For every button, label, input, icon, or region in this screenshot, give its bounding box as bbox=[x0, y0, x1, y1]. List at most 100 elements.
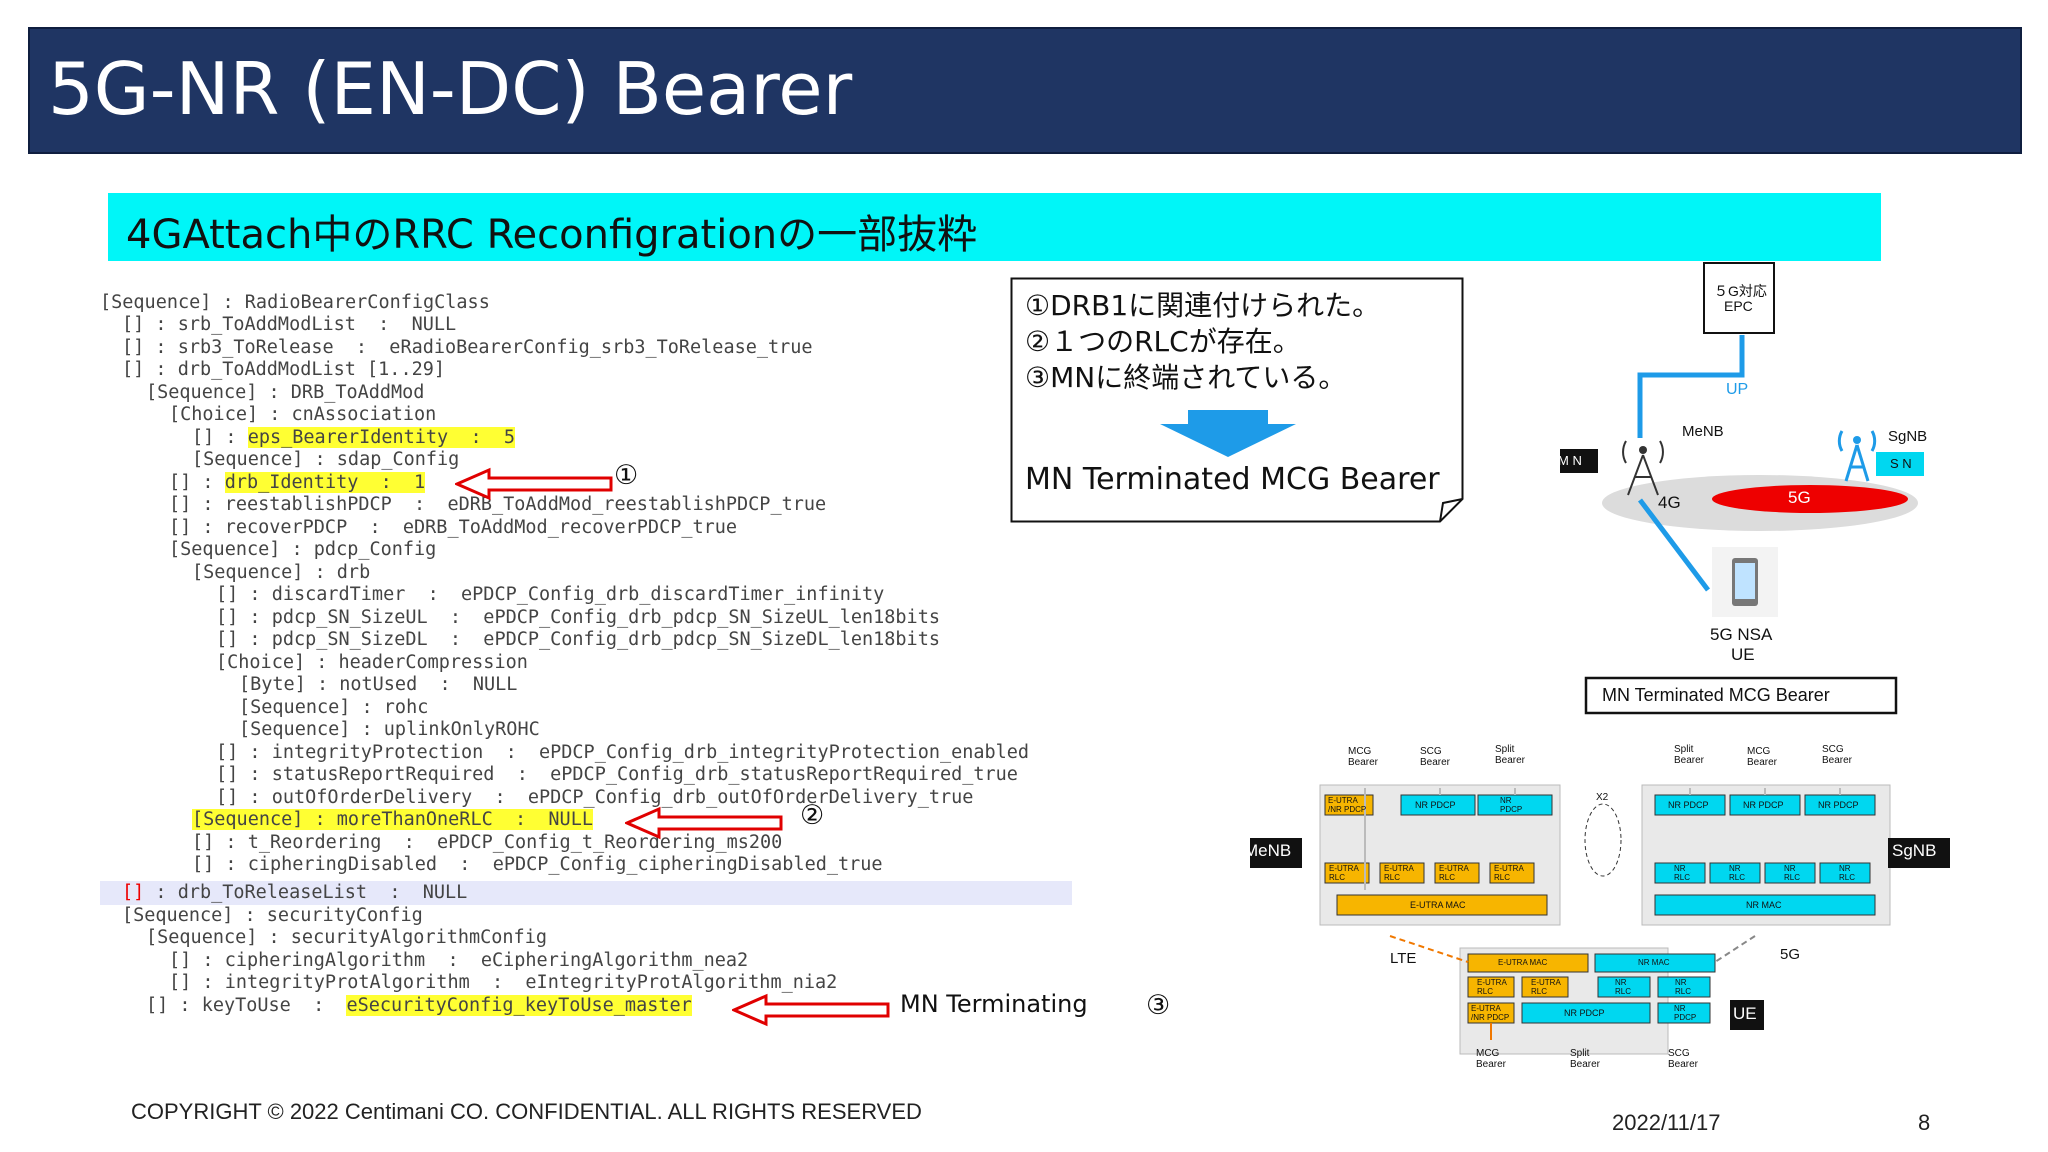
code-line: [] : drb_Identity : 1 bbox=[169, 472, 426, 494]
subtitle-band: 4GAttach中のRRC Reconfigrationの一部抜粋 bbox=[108, 193, 1881, 261]
nr-mac-label: NR MAC bbox=[1746, 900, 1782, 910]
date: 2022/11/17 bbox=[1612, 1110, 1721, 1135]
topology-caption: MN Terminated MCG Bearer bbox=[1602, 685, 1830, 705]
title-bar: 5G-NR (EN-DC) Bearer bbox=[28, 27, 2022, 154]
note-line-1: ①DRB1に関連付けられた。 bbox=[1025, 289, 1381, 322]
note-line-3: ③MNに終端されている。 bbox=[1025, 361, 1347, 394]
code-line: [Sequence] : DRB_ToAddMod bbox=[146, 382, 425, 403]
arrow-left-icon bbox=[455, 467, 613, 501]
highlighted-token: eSecurityConfig_keyToUse_master bbox=[346, 995, 692, 1016]
4g-label: 4G bbox=[1658, 493, 1681, 512]
selected-row bbox=[100, 881, 1072, 905]
highlighted-token: [Sequence] : moreThanOneRLC : NULL bbox=[192, 809, 593, 830]
eutra-mac-label: E-UTRA MAC bbox=[1498, 958, 1548, 967]
code-line: [Byte] : notUsed : NULL bbox=[239, 674, 518, 695]
code-line: [Sequence] : rohc bbox=[239, 697, 429, 718]
code-line: [Sequence] : drb bbox=[192, 562, 371, 583]
code-line: [] : t_Reordering : ePDCP_Config_t_Reord… bbox=[192, 832, 783, 853]
up-label: UP bbox=[1726, 381, 1749, 398]
marker-3: ③ bbox=[1146, 990, 1171, 1021]
menb-tag: MeNB bbox=[1244, 841, 1292, 860]
topology-graphics bbox=[1560, 262, 1924, 715]
code-line: [] : keyToUse : eSecurityConfig_keyToUse… bbox=[146, 995, 692, 1017]
marker-2: ② bbox=[800, 800, 825, 831]
nr-pdcp-label: NR PDCP bbox=[1743, 800, 1784, 810]
epc-label-2: EPC bbox=[1724, 298, 1753, 314]
nr-pdcp-label: NR PDCP bbox=[1818, 800, 1859, 810]
code-line: [] : recoverPDCP : eDRB_ToAddMod_recover… bbox=[169, 517, 738, 538]
arrow-left-icon bbox=[732, 993, 890, 1027]
code-line: [] : drb_ToAddModList [1..29] bbox=[122, 359, 446, 380]
code-line: [] : cipheringAlgorithm : eCipheringAlgo… bbox=[169, 950, 749, 971]
eutra-mac-label: E-UTRA MAC bbox=[1410, 900, 1466, 910]
code-line: [Sequence] : RadioBearerConfigClass bbox=[100, 292, 490, 313]
nr-pdcp-label: NR PDCP bbox=[1415, 800, 1456, 810]
code-token: : drb_ToReleaseList : NULL bbox=[144, 882, 468, 903]
code-line: [Sequence] : uplinkOnlyROHC bbox=[239, 719, 540, 740]
ue-tag: UE bbox=[1733, 1004, 1757, 1023]
sgnb-label: SgNB bbox=[1888, 428, 1928, 445]
mn-label: M N bbox=[1558, 453, 1582, 468]
copyright: COPYRIGHT © 2022 Centimani CO. CONFIDENT… bbox=[131, 1099, 922, 1124]
5g-label: 5G bbox=[1788, 488, 1811, 507]
lte-label: LTE bbox=[1390, 950, 1417, 967]
note-shape bbox=[1010, 277, 1464, 523]
code-line: [Sequence] : securityConfig bbox=[122, 905, 423, 926]
code-line: [] : cipheringDisabled : ePDCP_Config_ci… bbox=[192, 854, 883, 875]
sgnb-tag: SgNB bbox=[1892, 841, 1937, 860]
code-token: [] : keyToUse : bbox=[146, 995, 347, 1016]
topology-diagram: ５G対応 EPC UP MeNB M N SgNB S N 4G 5G 5G N… bbox=[1558, 255, 1940, 715]
code-line: [] : integrityProtAlgorithm : eIntegrity… bbox=[169, 972, 838, 993]
ue-label-1: 5G NSA bbox=[1710, 625, 1773, 644]
code-line: [] : integrityProtection : ePDCP_Config_… bbox=[216, 742, 1030, 763]
code-line: [] : statusReportRequired : ePDCP_Config… bbox=[216, 764, 1018, 785]
code-line: [] : srb_ToAddModList : NULL bbox=[122, 314, 457, 335]
eutra-nr-pdcp-label: E-UTRA/NR PDCP bbox=[1471, 1004, 1510, 1022]
code-line: [Sequence] : moreThanOneRLC : NULL bbox=[192, 809, 593, 831]
code-listing: [Sequence] : RadioBearerConfigClass [] :… bbox=[100, 292, 1110, 1032]
menb-label: MeNB bbox=[1682, 423, 1724, 440]
code-line: [] : reestablishPDCP : eDRB_ToAddMod_ree… bbox=[169, 494, 827, 515]
ue-label-2: UE bbox=[1731, 645, 1755, 664]
arrow-left-icon bbox=[625, 806, 783, 840]
mn-terminating-label: MN Terminating bbox=[900, 990, 1088, 1018]
eutra-nr-pdcp-label: E-UTRA/NR PDCP bbox=[1328, 796, 1367, 814]
code-token: [] : bbox=[192, 427, 248, 448]
note-result: MN Terminated MCG Bearer bbox=[1025, 462, 1440, 497]
code-line: [] : drb_ToReleaseList : NULL bbox=[122, 882, 467, 904]
x2-label: X2 bbox=[1596, 792, 1609, 803]
code-token: [] : bbox=[169, 472, 225, 493]
code-line: [] : eps_BearerIdentity : 5 bbox=[192, 427, 516, 449]
note-line-2: ②１つのRLCが存在。 bbox=[1025, 325, 1301, 358]
nr-pdcp-label: NR PDCP bbox=[1668, 800, 1709, 810]
highlighted-token: drb_Identity : 1 bbox=[224, 472, 426, 493]
page-number: 8 bbox=[1918, 1110, 1931, 1135]
stack-graphics bbox=[1250, 784, 1950, 1055]
5g-label: 5G bbox=[1780, 946, 1801, 963]
code-line: [] : discardTimer : ePDCP_Config_drb_dis… bbox=[216, 584, 885, 605]
